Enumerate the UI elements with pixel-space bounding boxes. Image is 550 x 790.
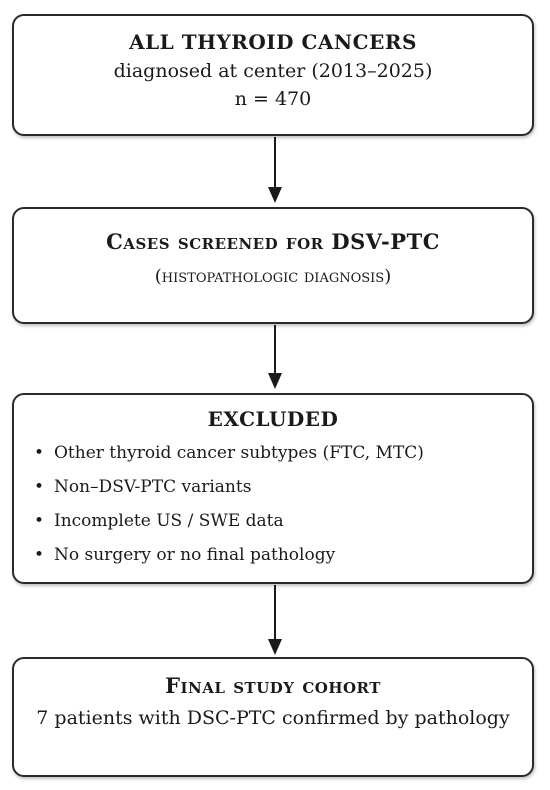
all-thyroid-cancers-box: ALL THYROID CANCERS diagnosed at center …: [12, 14, 534, 136]
histopathologic-diagnosis-text: (histopathologic diagnosis): [154, 266, 392, 287]
down-arrow-3: [267, 585, 283, 655]
down-arrow-2: [267, 325, 283, 389]
final-cohort-title: Final study cohort: [165, 673, 381, 698]
excluded-title: EXCLUDED: [207, 407, 339, 431]
down-arrow-1: [267, 137, 283, 203]
list-item: •No surgery or no final pathology: [34, 545, 336, 565]
final-cohort-box: Final study cohort 7 patients with DSC-P…: [12, 657, 534, 777]
list-item: •Incomplete US / SWE data: [34, 511, 284, 531]
diagnosis-period-text: diagnosed at center (2013–2025): [113, 60, 433, 82]
total-count-text: n = 470: [234, 88, 312, 110]
final-cohort-text: 7 patients with DSC-PTC confirmed by pat…: [36, 707, 510, 729]
excluded-box: EXCLUDED •Other thyroid cancer subtypes …: [12, 393, 534, 584]
exclusion-list: •Other thyroid cancer subtypes (FTC, MTC…: [14, 443, 532, 565]
cases-screened-box: Cases screened for DSV-PTC (histopatholo…: [12, 207, 534, 324]
list-item: •Other thyroid cancer subtypes (FTC, MTC…: [34, 443, 424, 463]
list-item: •Non–DSV-PTC variants: [34, 477, 252, 497]
all-thyroid-cancers-title: ALL THYROID CANCERS: [129, 30, 417, 54]
cases-screened-title: Cases screened for DSV-PTC: [106, 229, 440, 254]
